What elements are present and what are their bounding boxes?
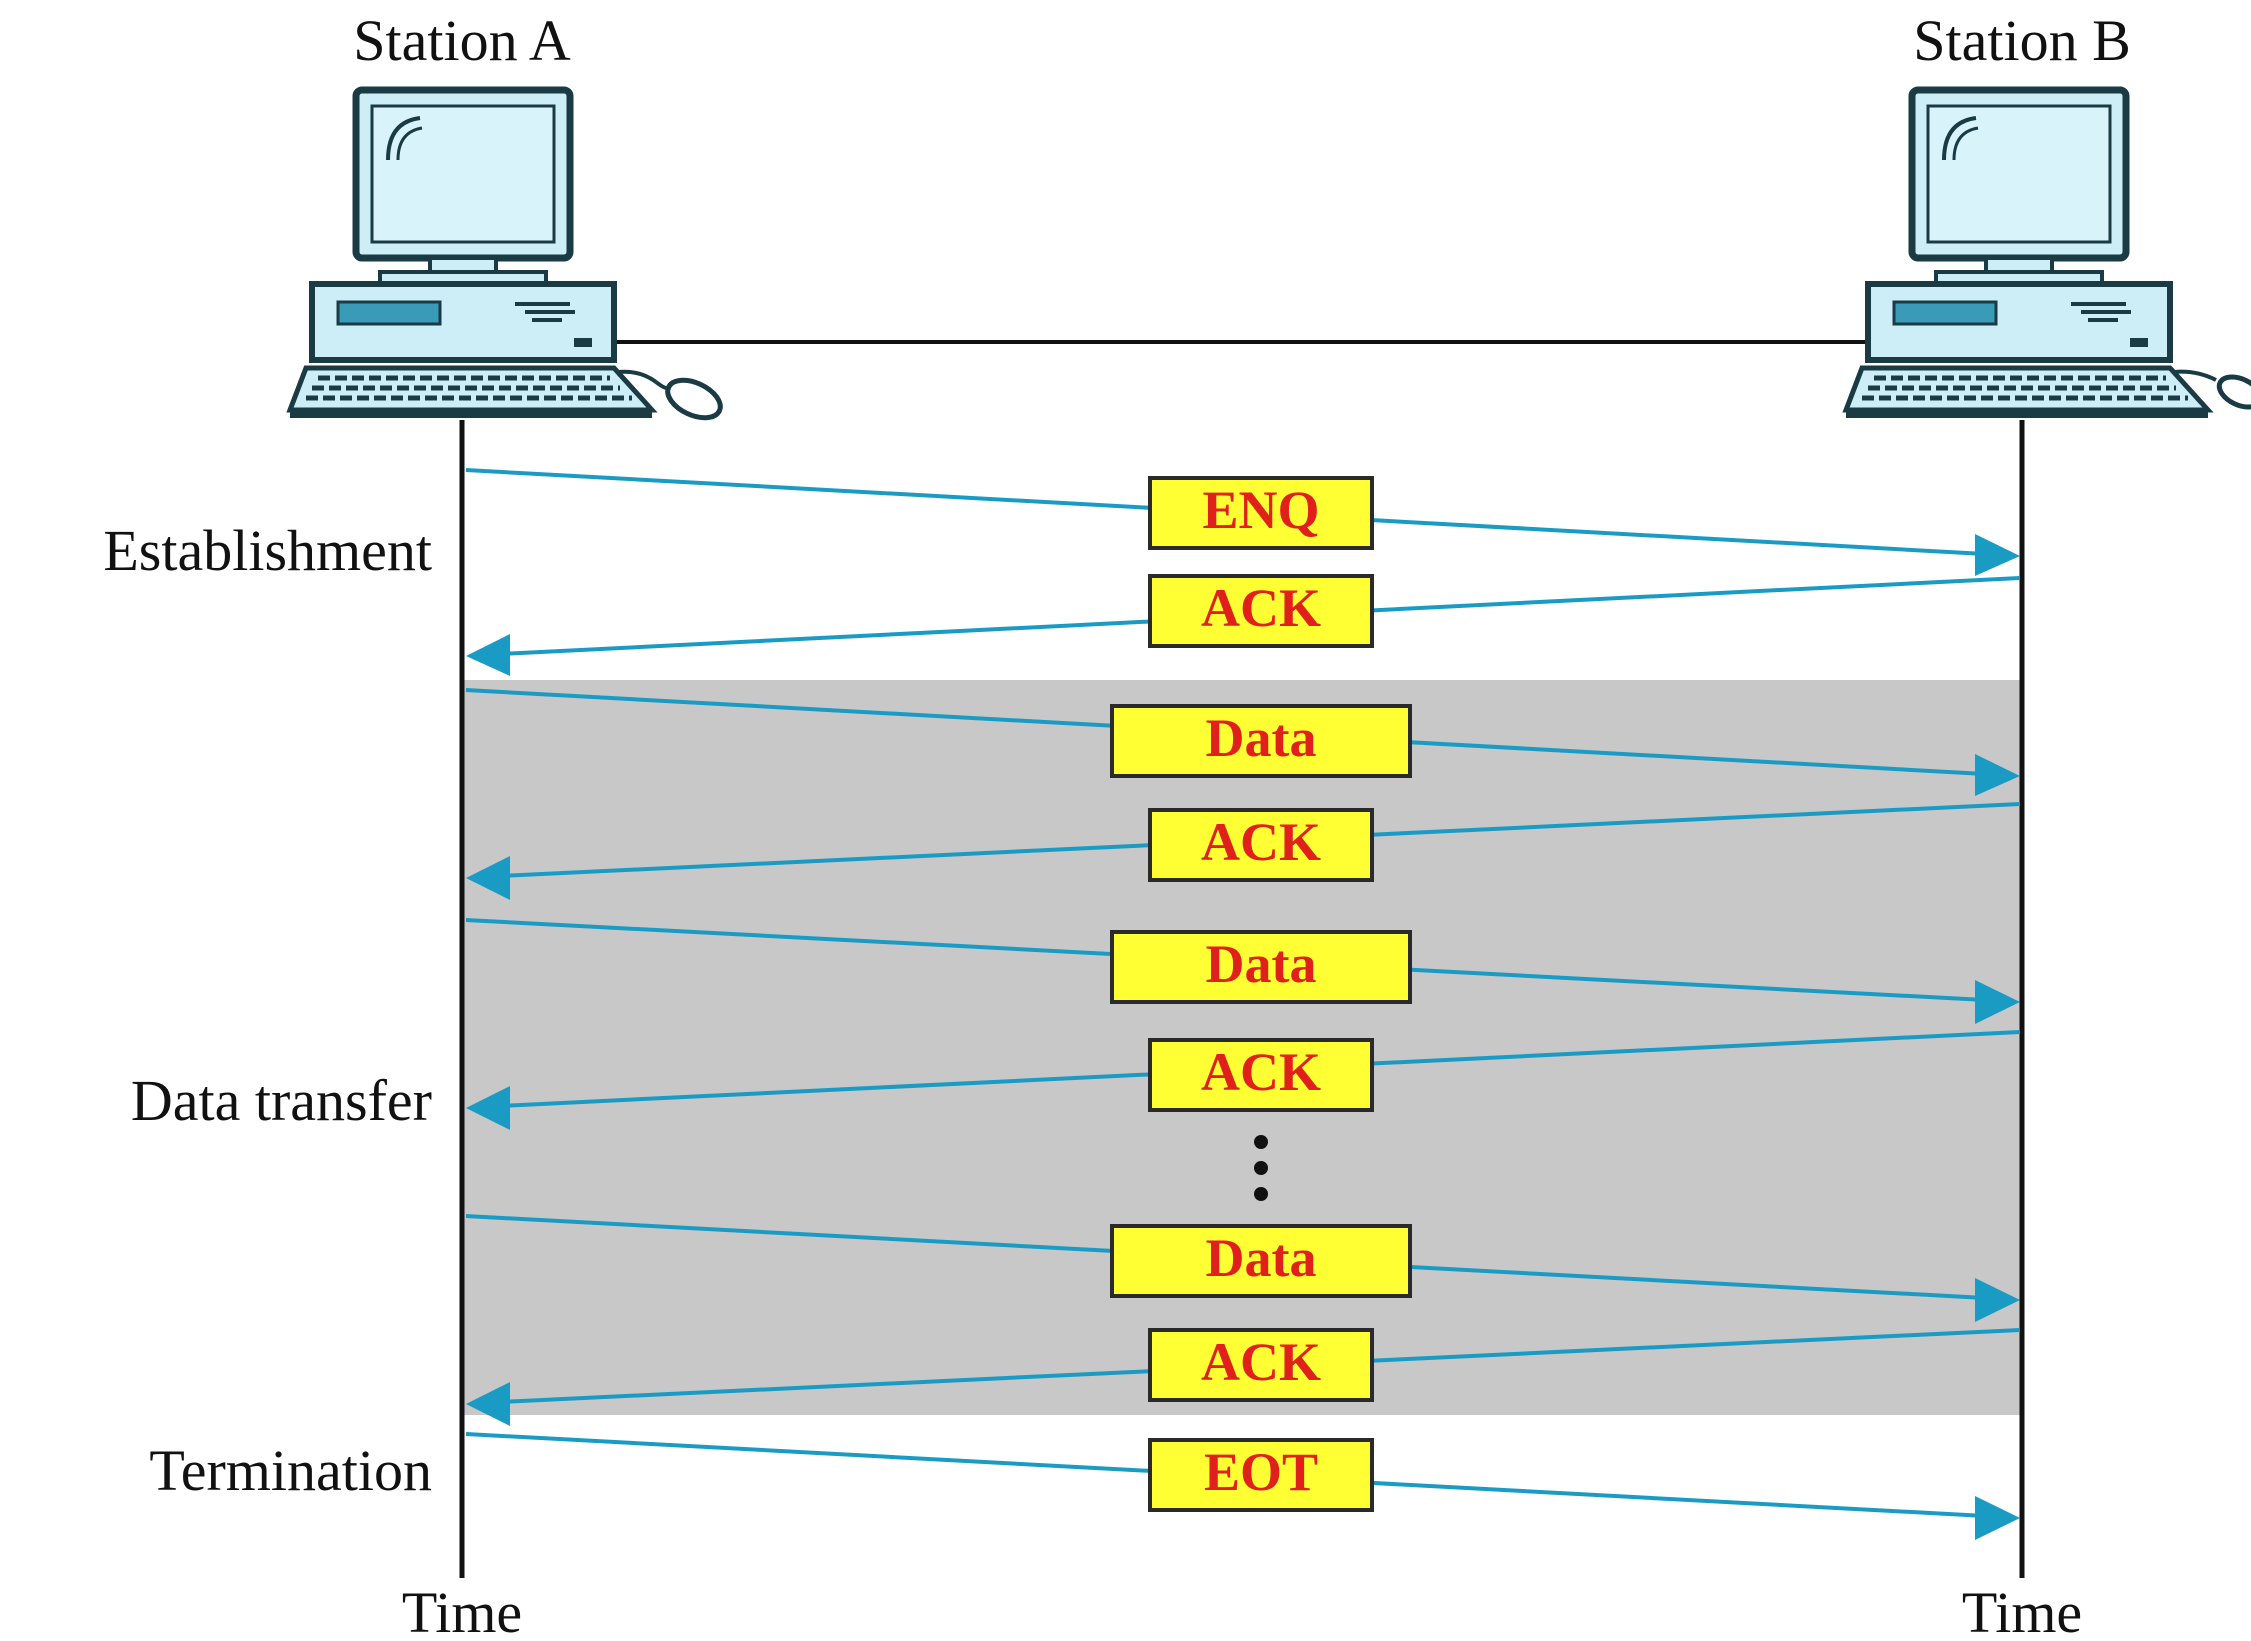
frame-arrow-ack: ACK (466, 574, 2021, 676)
frame-arrow-ack: ACK (466, 802, 2021, 900)
frame-label: ACK (1201, 812, 1321, 872)
station-a-time-label: Time (402, 1580, 522, 1641)
frame-arrow-data: Data (465, 1214, 2020, 1322)
frame-arrow-ack: ACK (466, 1030, 2021, 1130)
station-b-time-label: Time (1962, 1580, 2082, 1641)
frame-label: Data (1206, 934, 1317, 994)
frame-arrow-enq: ENQ (465, 468, 2020, 576)
frame-arrow-data: Data (465, 688, 2020, 796)
frame-label: ENQ (1202, 480, 1319, 540)
phase-label-establishment: Establishment (103, 518, 432, 583)
frame-arrow-eot: EOT (465, 1432, 2020, 1540)
frame-arrow-data: Data (465, 918, 2020, 1024)
station-b-name: Station B (1913, 8, 2131, 73)
phase-label-termination: Termination (149, 1438, 432, 1503)
frame-label: Data (1206, 708, 1317, 768)
frame-label: ACK (1201, 1332, 1321, 1392)
station-a-name: Station A (353, 8, 571, 73)
frame-label: EOT (1204, 1442, 1318, 1502)
station-b-computer-icon (1842, 86, 2251, 418)
frame-label: ACK (1201, 578, 1321, 638)
frame-label: ACK (1201, 1042, 1321, 1102)
frame-label: Data (1206, 1228, 1317, 1288)
frame-exchanges: ENQ ACK Data ACK Data (465, 468, 2021, 1540)
continuation-dots (1254, 1135, 1268, 1201)
station-a-computer-icon (286, 86, 723, 421)
phase-label-data-transfer: Data transfer (131, 1068, 432, 1133)
frame-arrow-ack: ACK (466, 1328, 2021, 1426)
